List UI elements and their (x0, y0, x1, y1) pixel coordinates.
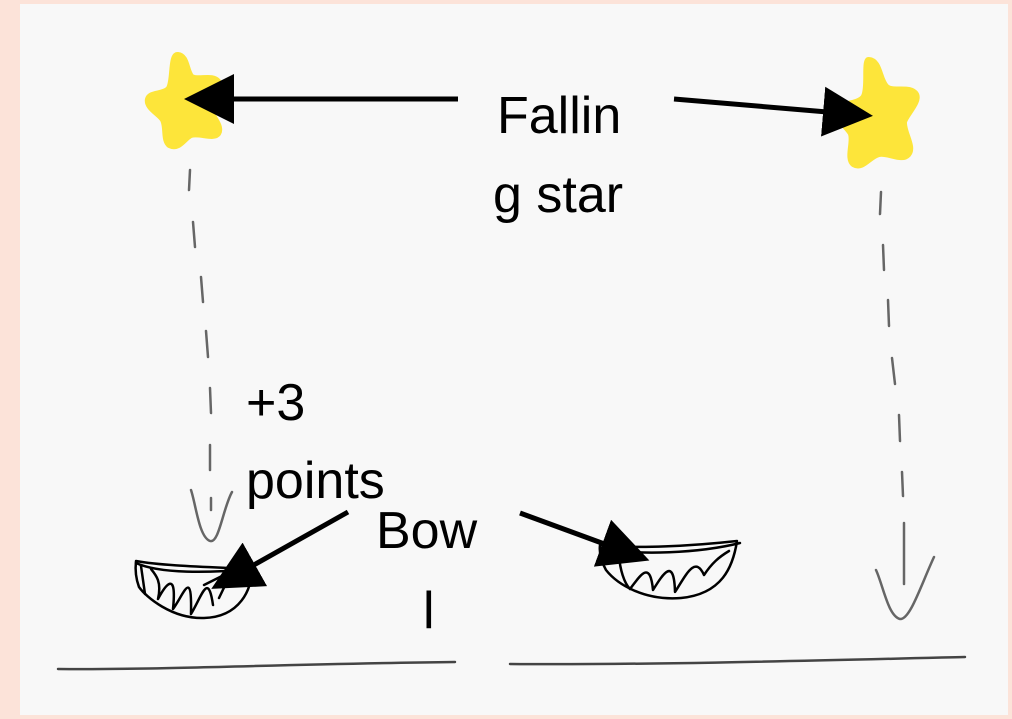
arrow-to-left-bowl (211, 509, 350, 589)
points-label-line1: +3 (246, 374, 306, 432)
bowl-label-line1: Bow (376, 502, 478, 560)
points-label-line2: points (246, 452, 385, 510)
falling-star-label-line2: g star (493, 166, 624, 224)
right-fall-arrowhead (874, 555, 936, 621)
arrow-to-right-bowl (519, 510, 650, 567)
ground-right (508, 655, 967, 666)
left-fall-trail (187, 168, 213, 512)
right-fall-trail (878, 190, 906, 586)
falling-star-label-line1: Fallin (497, 87, 622, 145)
ground-left (56, 660, 457, 671)
bowl-label-line2: l (423, 582, 435, 640)
bowl-left-icon (134, 559, 254, 620)
arrow-to-right-star (673, 86, 873, 137)
left-fall-arrowhead (189, 488, 234, 543)
